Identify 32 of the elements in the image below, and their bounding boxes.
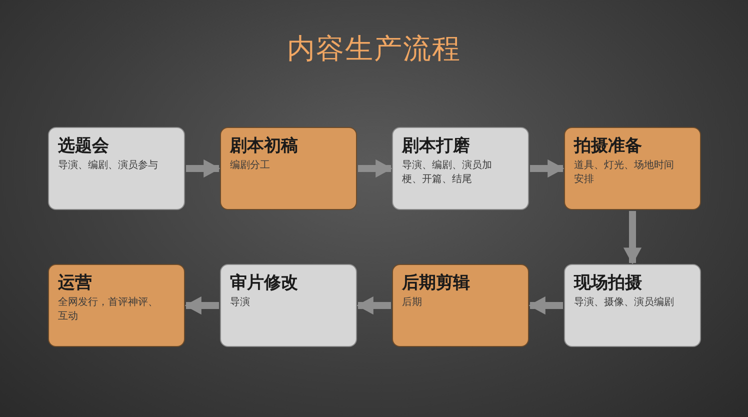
step-title: 审片修改 xyxy=(230,273,299,294)
process-box xyxy=(220,127,357,210)
step-description: 导演、编剧、演员参与 xyxy=(58,159,158,173)
process-box xyxy=(220,264,357,347)
arrow xyxy=(186,159,220,178)
step-description: 导演、编剧、演员加梗、开篇、结尾 xyxy=(402,159,493,186)
process-box xyxy=(48,264,185,347)
step-description: 编剧分工 xyxy=(230,159,271,173)
arrow xyxy=(358,159,392,178)
step-description: 导演 xyxy=(230,296,251,310)
step-description: 全网发行，首评神评、互动 xyxy=(58,296,158,324)
process-box xyxy=(564,127,701,210)
step-title: 后期剪辑 xyxy=(402,273,471,294)
arrow xyxy=(356,296,391,315)
step-title: 剧本打磨 xyxy=(402,136,471,156)
step-description: 道具、灯光、场地时间安排 xyxy=(574,159,674,186)
process-box xyxy=(564,264,701,347)
arrow xyxy=(184,296,219,315)
step-title: 剧本初稿 xyxy=(230,136,299,156)
step-title: 运营 xyxy=(58,273,93,294)
step-description: 导演、摄像、演员编剧 xyxy=(574,296,674,310)
step-description: 后期 xyxy=(402,296,423,310)
process-box xyxy=(392,127,529,210)
arrow xyxy=(530,159,564,178)
process-box xyxy=(392,264,529,347)
step-title: 拍摄准备 xyxy=(574,136,643,156)
diagram-title: 内容生产流程 xyxy=(286,31,462,67)
step-title: 选题会 xyxy=(58,136,110,156)
process-box xyxy=(48,127,185,210)
arrow xyxy=(623,211,642,264)
step-title: 现场拍摄 xyxy=(574,273,643,294)
arrow xyxy=(528,296,563,315)
